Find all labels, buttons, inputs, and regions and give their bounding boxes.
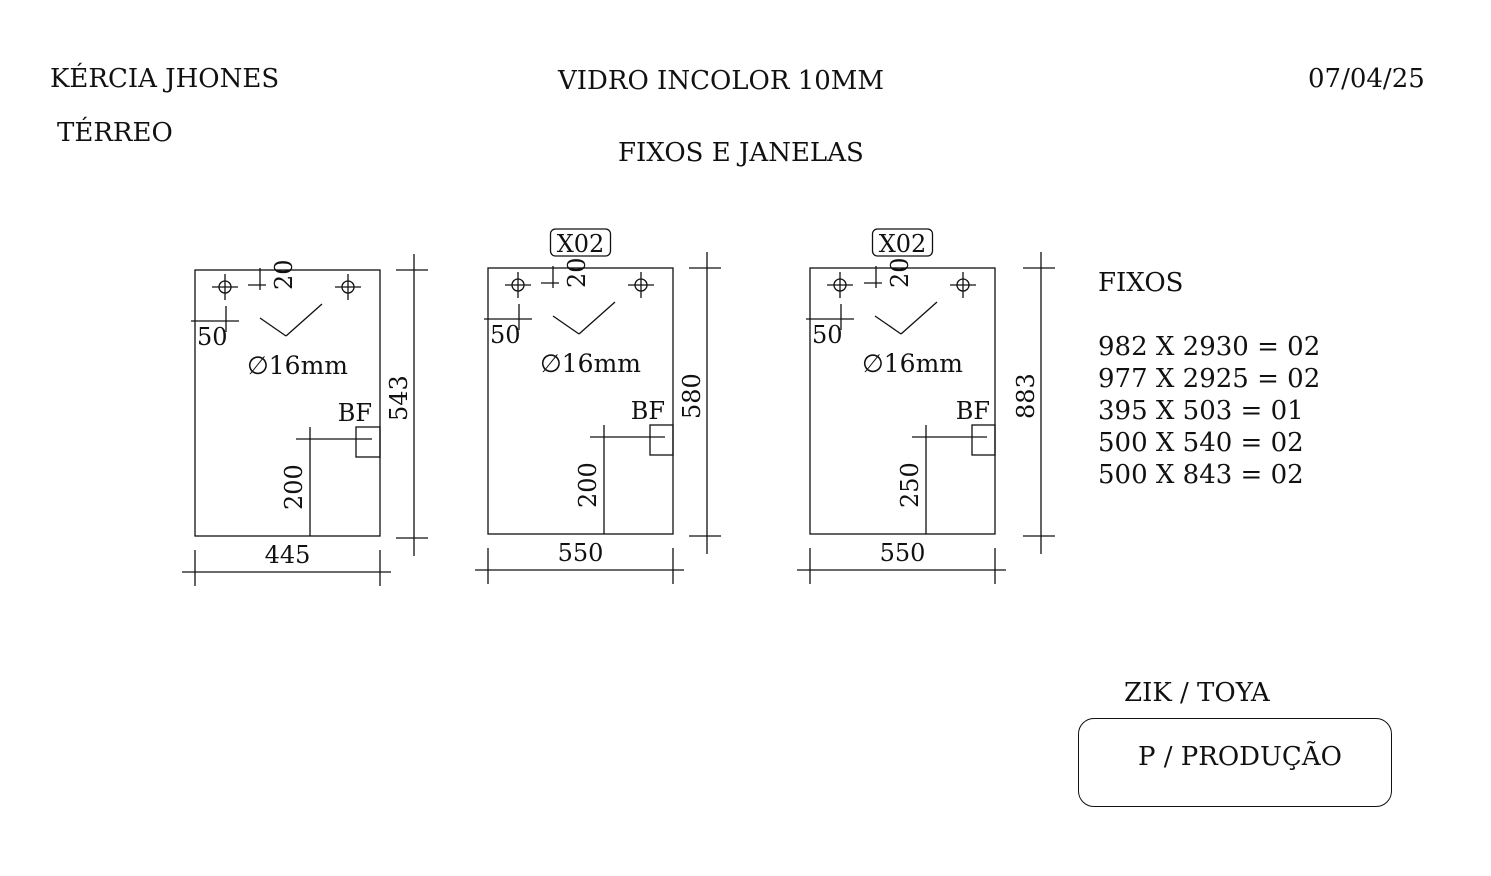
edge-offset-dim: 50 — [197, 323, 228, 351]
diameter-leader — [874, 315, 902, 335]
fixos-item: 395 X 503 = 01 — [1098, 396, 1304, 426]
width-dim: 445 — [265, 541, 311, 569]
width-dim: 550 — [558, 539, 604, 567]
panel-outline — [809, 267, 996, 535]
height-dim: 543 — [385, 375, 413, 421]
hole-offset-dim: 20 — [886, 257, 914, 288]
production-stamp-text: P / PRODUÇÃO — [1138, 742, 1342, 772]
fixos-item: 977 X 2925 = 02 — [1098, 364, 1321, 394]
hole-diameter-label: ∅16mm — [247, 351, 348, 380]
bf-label: BF — [338, 399, 372, 427]
edge-offset-dim: 50 — [490, 321, 521, 349]
hole-offset-dim: 20 — [270, 259, 298, 290]
quantity-tag-box — [549, 228, 612, 257]
bf-label: BF — [956, 397, 990, 425]
quantity-tag: X02 — [879, 230, 927, 258]
diameter-leader — [578, 301, 616, 335]
hole-offset-dim: 20 — [563, 257, 591, 288]
client-name: KÉRCIA JHONES — [50, 64, 280, 94]
category-title: FIXOS E JANELAS — [618, 138, 864, 168]
bf-cutout — [355, 426, 381, 458]
quantity-tag: X02 — [557, 230, 605, 258]
material-title: VIDRO INCOLOR 10MM — [558, 66, 885, 96]
fixos-item: 982 X 2930 = 02 — [1098, 332, 1321, 362]
cutout-height-dim: 200 — [574, 462, 602, 508]
team-label: ZIK / TOYA — [1124, 678, 1270, 708]
height-dim: 580 — [678, 373, 706, 419]
fixos-item: 500 X 843 = 02 — [1098, 460, 1304, 490]
bf-cutout — [649, 424, 674, 456]
hole-diameter-label: ∅16mm — [540, 349, 641, 378]
fixos-item: 500 X 540 = 02 — [1098, 428, 1304, 458]
production-stamp-box — [1078, 718, 1392, 807]
fixos-title: FIXOS — [1098, 268, 1184, 298]
diameter-leader — [900, 301, 938, 335]
height-dim: 883 — [1012, 373, 1040, 419]
width-dim: 550 — [880, 539, 926, 567]
panel-outline — [487, 267, 674, 535]
cutout-height-dim: 200 — [280, 464, 308, 510]
quantity-tag-box — [871, 228, 934, 257]
diameter-leader — [259, 317, 287, 337]
edge-offset-dim: 50 — [812, 321, 843, 349]
floor-label: TÉRREO — [57, 118, 173, 148]
diameter-leader — [552, 315, 580, 335]
document-date: 07/04/25 — [1308, 64, 1425, 94]
cutout-height-dim: 250 — [896, 462, 924, 508]
bf-cutout — [971, 424, 996, 456]
panel-outline — [194, 269, 381, 537]
diameter-leader — [285, 303, 323, 337]
bf-label: BF — [631, 397, 665, 425]
hole-diameter-label: ∅16mm — [862, 349, 963, 378]
